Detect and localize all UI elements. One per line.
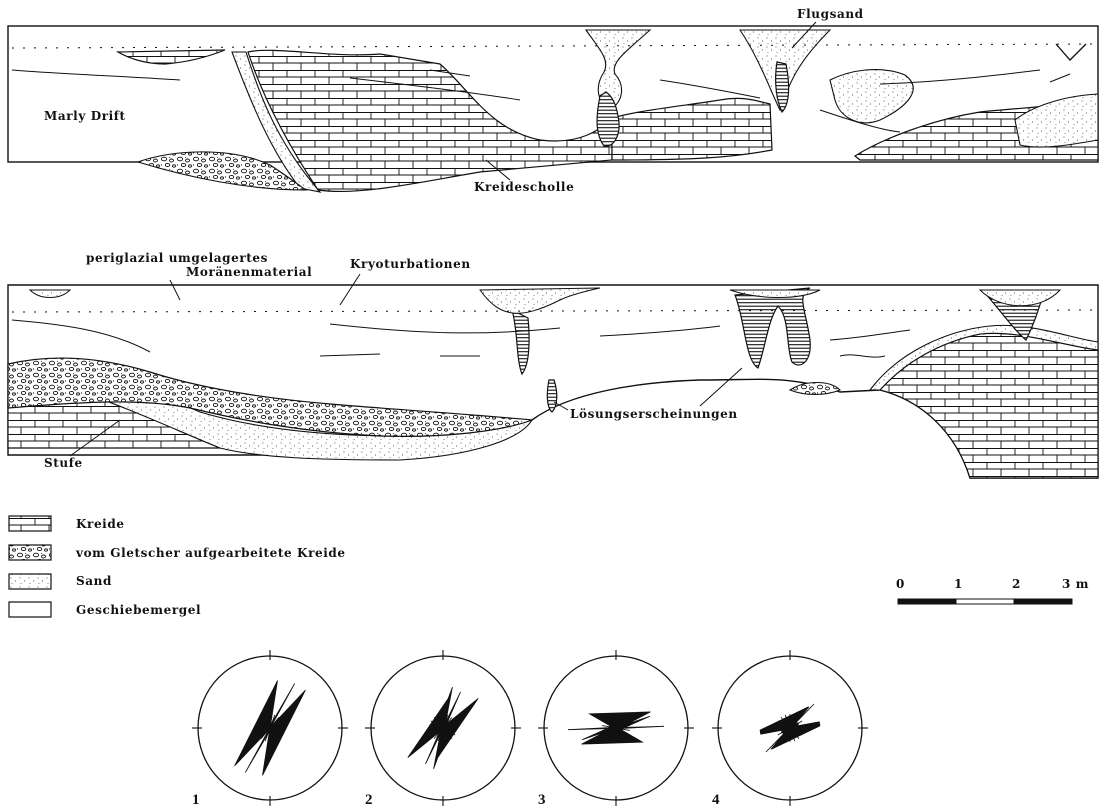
kreidescholle-label: Kreidescholle xyxy=(474,180,574,194)
scale-segment-3 xyxy=(1014,599,1072,604)
rose-diagrams: 1 2 3 4 xyxy=(192,650,868,806)
rose-number: 2 xyxy=(365,792,373,806)
rose-number: 3 xyxy=(538,792,546,806)
scale-segment-1 xyxy=(898,599,956,604)
legend-swatch-kreide xyxy=(9,516,51,531)
legend-swatch-aufgearbeitete-kreide xyxy=(9,545,51,560)
profile-2: periglazial umgelagertes Moränenmaterial… xyxy=(8,251,1098,478)
legend-label-geschiebemergel: Geschiebemergel xyxy=(76,603,201,617)
periglazial-label-2: Moränenmaterial xyxy=(186,265,312,279)
legend-label-kreide: Kreide xyxy=(76,517,125,531)
legend-swatch-geschiebemergel xyxy=(9,602,51,617)
profile-2-hatched-pipe-tiny xyxy=(547,380,556,412)
loesung-label: Lösungserscheinungen xyxy=(570,407,738,421)
legend-label-aufgearbeitete-kreide: vom Gletscher aufgearbeitete Kreide xyxy=(75,546,346,560)
rose-diagram: 1 xyxy=(192,650,348,806)
profile-1: Marly Drift Kreidescholle Flugsand xyxy=(8,7,1098,194)
rose-diagram: 4 xyxy=(712,650,868,806)
legend: Kreide vom Gletscher aufgearbeitete Krei… xyxy=(9,516,346,617)
rose-number: 1 xyxy=(192,792,200,806)
scale-tick-3: 3 m xyxy=(1062,577,1089,591)
rose-diagram: 2 xyxy=(365,650,521,806)
kryoturbationen-label: Kryoturbationen xyxy=(350,257,471,271)
stufe-label: Stufe xyxy=(44,456,83,470)
scale-tick-1: 1 xyxy=(954,577,963,591)
scale-bar: 0 1 2 3 m xyxy=(896,577,1089,604)
marly-drift-label: Marly Drift xyxy=(44,109,126,123)
legend-swatch-sand xyxy=(9,574,51,589)
scale-tick-2: 2 xyxy=(1012,577,1021,591)
periglazial-label-1: periglazial umgelagertes xyxy=(86,251,268,265)
scale-tick-0: 0 xyxy=(896,577,905,591)
scale-segment-2 xyxy=(956,599,1014,604)
legend-label-sand: Sand xyxy=(76,574,112,588)
flugsand-label: Flugsand xyxy=(797,7,864,21)
rose-diagram: 3 xyxy=(538,650,694,806)
rose-number: 4 xyxy=(712,792,720,806)
